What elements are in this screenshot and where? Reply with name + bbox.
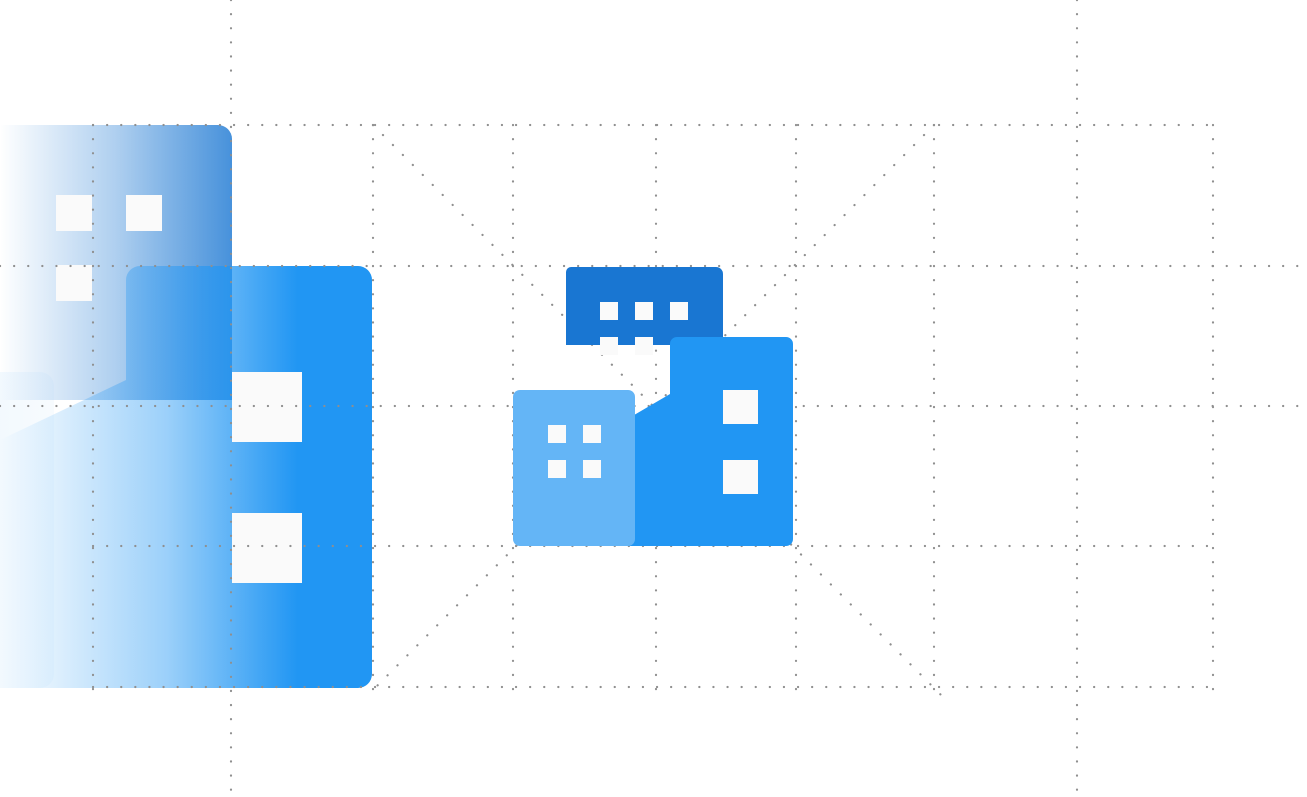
light-tower-window xyxy=(548,425,566,443)
city-buildings-icon xyxy=(513,267,793,546)
dark-tower-window xyxy=(635,302,653,320)
mid-tower-window xyxy=(723,460,758,494)
dark-tower-window xyxy=(635,337,653,355)
magnified-building-icon xyxy=(0,125,372,688)
light-tower-window xyxy=(548,460,566,478)
light-tower-window xyxy=(583,460,601,478)
magnified-mid-window xyxy=(232,372,302,442)
light-tower xyxy=(513,390,635,546)
magnified-light-tower xyxy=(0,372,54,688)
magnified-dark-window xyxy=(126,195,162,231)
magnified-mid-window xyxy=(232,513,302,583)
grid-guide-line xyxy=(371,123,936,692)
dark-tower-window xyxy=(600,337,618,355)
dark-tower-window xyxy=(600,302,618,320)
magnified-dark-window xyxy=(56,195,92,231)
magnified-dark-window xyxy=(56,265,92,301)
light-tower-window xyxy=(583,425,601,443)
dark-tower-window xyxy=(670,302,688,320)
mid-tower-window xyxy=(723,390,758,424)
